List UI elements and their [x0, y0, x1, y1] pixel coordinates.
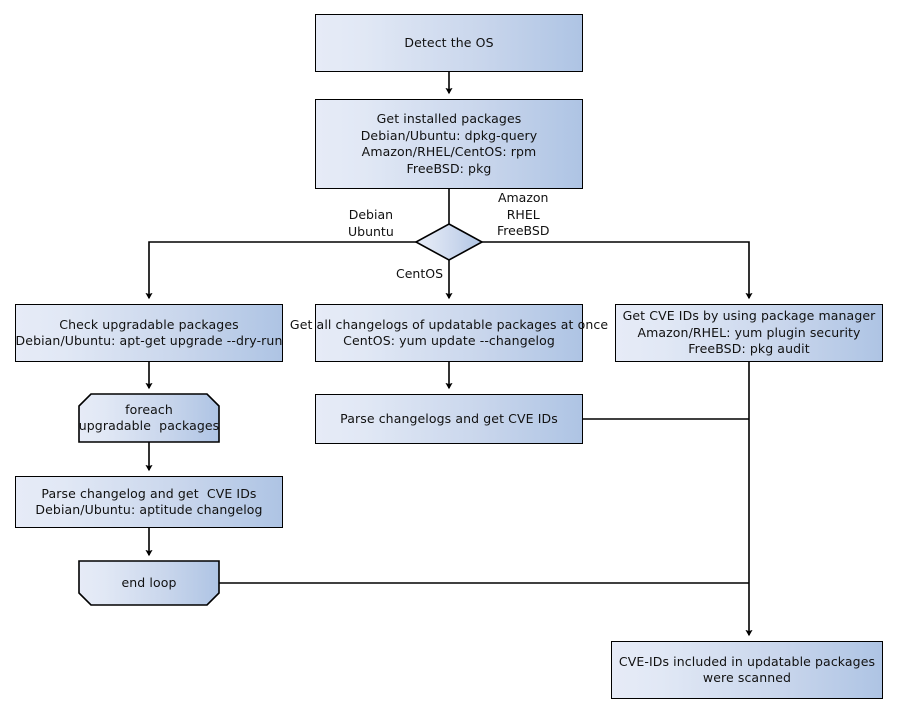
node-end-loop[interactable]: end loop	[121, 574, 177, 590]
node-detect-os[interactable]: Detect the OS	[315, 14, 583, 72]
node-parse-changelog-debian[interactable]: Parse changelog and get CVE IDs Debian/U…	[15, 476, 283, 528]
edge-label-centos: CentOS	[396, 266, 444, 281]
node-foreach-upgradable-packages[interactable]: foreach upgradable packages	[78, 401, 220, 434]
node-scan-complete[interactable]: CVE-IDs included in updatable packages w…	[611, 641, 883, 699]
node-get-installed-packages[interactable]: Get installed packages Debian/Ubuntu: dp…	[315, 99, 583, 189]
edge-label-amazon-rhel-freebsd: Amazon RHEL FreeBSD	[497, 190, 550, 238]
edge-label-debian-ubuntu: Debian Ubuntu	[348, 207, 394, 239]
edge-decision-to-cve-pkgmgr	[482, 241, 753, 300]
edge-decision-to-check-upgradable	[145, 241, 416, 300]
node-get-cve-ids-package-manager[interactable]: Get CVE IDs by using package manager Ama…	[615, 304, 883, 362]
node-parse-changelogs-centos[interactable]: Parse changelogs and get CVE IDs	[315, 394, 583, 444]
node-check-upgradable-packages[interactable]: Check upgradable packages Debian/Ubuntu:…	[15, 304, 283, 362]
node-get-all-changelogs[interactable]: Get all changelogs of updatable packages…	[290, 304, 608, 362]
os-decision-diamond	[414, 223, 484, 261]
